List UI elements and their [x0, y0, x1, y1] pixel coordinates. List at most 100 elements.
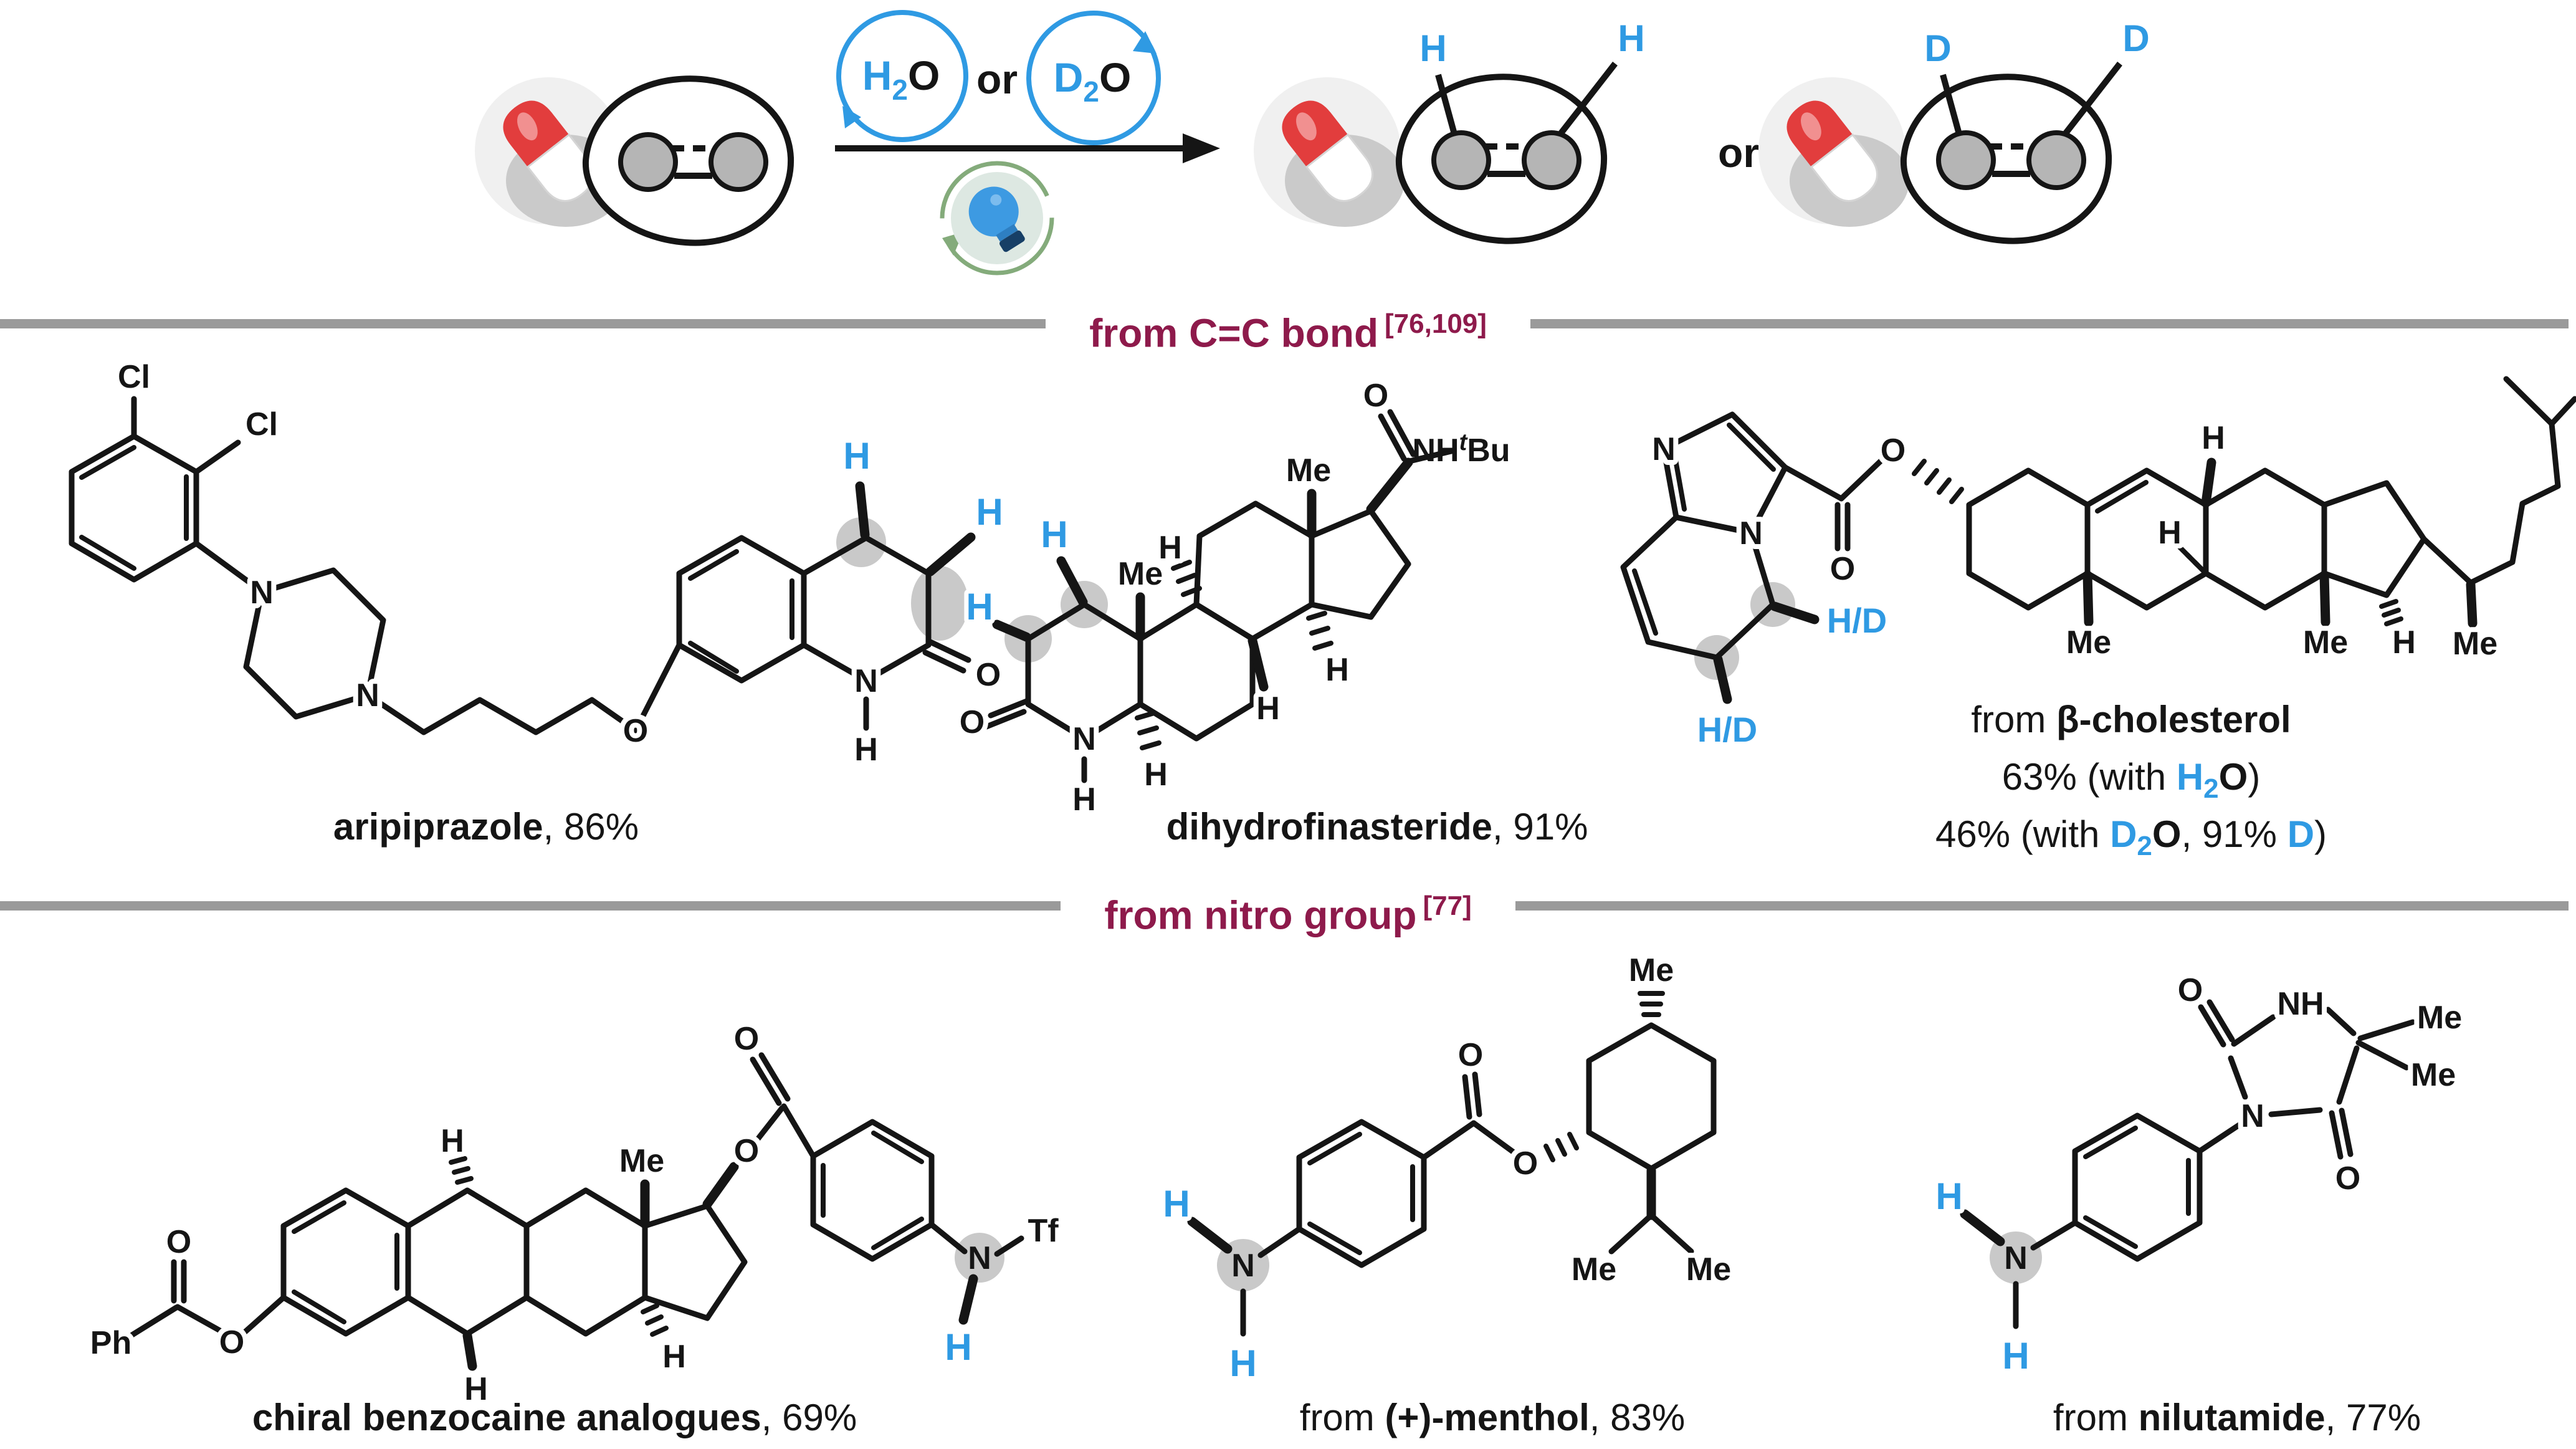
svg-text:NHtBu: NHtBu [1412, 429, 1510, 469]
h-label: H [1144, 757, 1168, 793]
d2o-sub: 2 [2137, 831, 2152, 861]
section-header-nitro-group: from nitro group[77] [0, 878, 2576, 944]
o-label: O [1881, 433, 1906, 469]
o-label: O [1513, 1145, 1538, 1182]
h-label: H [2392, 624, 2416, 661]
me-label: Me [1572, 1251, 1616, 1288]
cholesterol-caption-line2: 63% (with H2O) [1707, 755, 2555, 805]
n-label: N [1072, 721, 1096, 757]
h-label: H [1256, 691, 1280, 727]
n-label: N [2241, 1098, 2264, 1134]
nilutamide-caption: from nilutamide, 77% [1863, 1396, 2576, 1439]
h2o-o: O [908, 52, 940, 98]
h-label: H [1325, 652, 1349, 688]
labeled-h-site: H [1229, 1342, 1256, 1384]
yield-text: , 91% [2181, 813, 2287, 855]
nh-label: NH [2277, 986, 2324, 1022]
o-label: O [1830, 551, 1855, 587]
h-label: H [1072, 782, 1096, 818]
cholesterol-ester-structure: N N O O H/D H/D H H H Me Me Me [1620, 376, 2576, 753]
added-d-label: D [2122, 17, 2149, 59]
product-d-icon: D D [1758, 13, 2154, 244]
section-ref: [76,109] [1385, 308, 1487, 339]
d2o-o: O [1099, 54, 1131, 100]
caption-prefix: from [1971, 699, 2056, 740]
h-label: H [464, 1371, 488, 1407]
ph-label: Ph [90, 1325, 131, 1361]
compound-name: (+)-menthol [1385, 1397, 1590, 1438]
section-ref: [77] [1423, 891, 1472, 921]
labeled-h-site: H [945, 1326, 971, 1368]
me-label: Me [2411, 1057, 2456, 1093]
h2o-h: H [2176, 756, 2204, 798]
d2o-d: D [1054, 54, 1084, 100]
caption-prefix: from [2053, 1397, 2139, 1438]
h-label: H [2158, 515, 2182, 551]
me-label: Me [2303, 624, 2348, 661]
svg-text:H2O: H2O [862, 52, 940, 106]
h-label: H [2202, 420, 2225, 456]
me-label: Me [1686, 1251, 1731, 1288]
cl-label: Cl [118, 359, 150, 395]
o-label: O [734, 1133, 759, 1169]
me-label: Me [619, 1143, 664, 1179]
n-label: N [1652, 431, 1676, 467]
added-h-label: H [1419, 27, 1446, 69]
d2o-o: O [2152, 813, 2182, 855]
o-label: O [1458, 1037, 1483, 1073]
me-label: Me [1629, 952, 1674, 988]
svg-text:D2O: D2O [1054, 54, 1132, 108]
cl-label: Cl [246, 406, 278, 442]
aripiprazole-structure: Cl Cl N N O N H O H H [69, 354, 1008, 773]
compound-yield: , 77% [2325, 1397, 2421, 1438]
menthol-ester-structure: H N H O O Me Me Me [1158, 947, 1736, 1389]
n-label: N [250, 575, 274, 611]
labeled-h-site: H [1163, 1183, 1190, 1225]
compound-name: nilutamide [2138, 1397, 2326, 1438]
aripiprazole-caption: aripiprazole, 86% [50, 805, 922, 848]
or-label: or [976, 56, 1018, 102]
top-reaction-scheme: H2O or D2O [475, 10, 2154, 275]
o-label: O [219, 1324, 244, 1361]
d2o-cycle-icon: D2O [1026, 11, 1161, 145]
labeled-h-site: H [2002, 1335, 2029, 1377]
compound-name: chiral benzocaine analogues [252, 1397, 761, 1438]
o-label: O [166, 1224, 191, 1260]
benzocaine-caption: chiral benzocaine analogues, 69% [118, 1396, 991, 1439]
compound-name: aripiprazole [333, 806, 543, 848]
labeled-hd-site: H/D [1697, 710, 1757, 749]
carbon-atom-circle [618, 132, 678, 192]
h2o-cycle-icon: H2O [836, 10, 968, 142]
cholesterol-caption-line1: from β-cholesterol [1707, 698, 2555, 741]
molecule-blob-icon [582, 75, 794, 246]
caption-prefix: from [1299, 1397, 1385, 1438]
me-label: Me [1118, 556, 1163, 592]
section-title: from C=C bond [1089, 310, 1379, 356]
dihydrofinasteride-structure: O N H H Me Me H H H O NHtBu H H [955, 373, 1510, 823]
me-label: Me [2417, 1000, 2462, 1036]
n-label: N [854, 663, 878, 699]
o-label: O [1363, 378, 1388, 414]
compound-yield: , 91% [1492, 806, 1588, 848]
o-label: O [2335, 1160, 2360, 1197]
compound-yield: , 69% [761, 1397, 857, 1438]
yield-text: ) [2248, 756, 2261, 798]
d-label: D [2287, 813, 2315, 855]
labeled-hd-site: H/D [1827, 601, 1887, 640]
o-label: O [734, 1021, 759, 1057]
benzocaine-analogue-structure: Ph O O H H H Me O O N Tf H [85, 1016, 1064, 1412]
tf-label: Tf [1028, 1213, 1059, 1249]
compound-yield: , 86% [543, 806, 639, 848]
or-label: or [1718, 130, 1759, 176]
n-label: N [968, 1240, 991, 1276]
n-label: N [1231, 1248, 1255, 1284]
tert-label: t [1459, 429, 1468, 456]
carbon-atom-circle [708, 132, 768, 192]
me-label: Me [2066, 624, 2111, 661]
yield-text: ) [2314, 813, 2327, 855]
nilutamide-structure: H N H N O NH Me Me O [1931, 967, 2467, 1381]
h2o-o: O [2218, 756, 2248, 798]
d2o-d: D [2110, 813, 2137, 855]
dihydrofinasteride-caption: dihydrofinasteride, 91% [941, 805, 1813, 848]
